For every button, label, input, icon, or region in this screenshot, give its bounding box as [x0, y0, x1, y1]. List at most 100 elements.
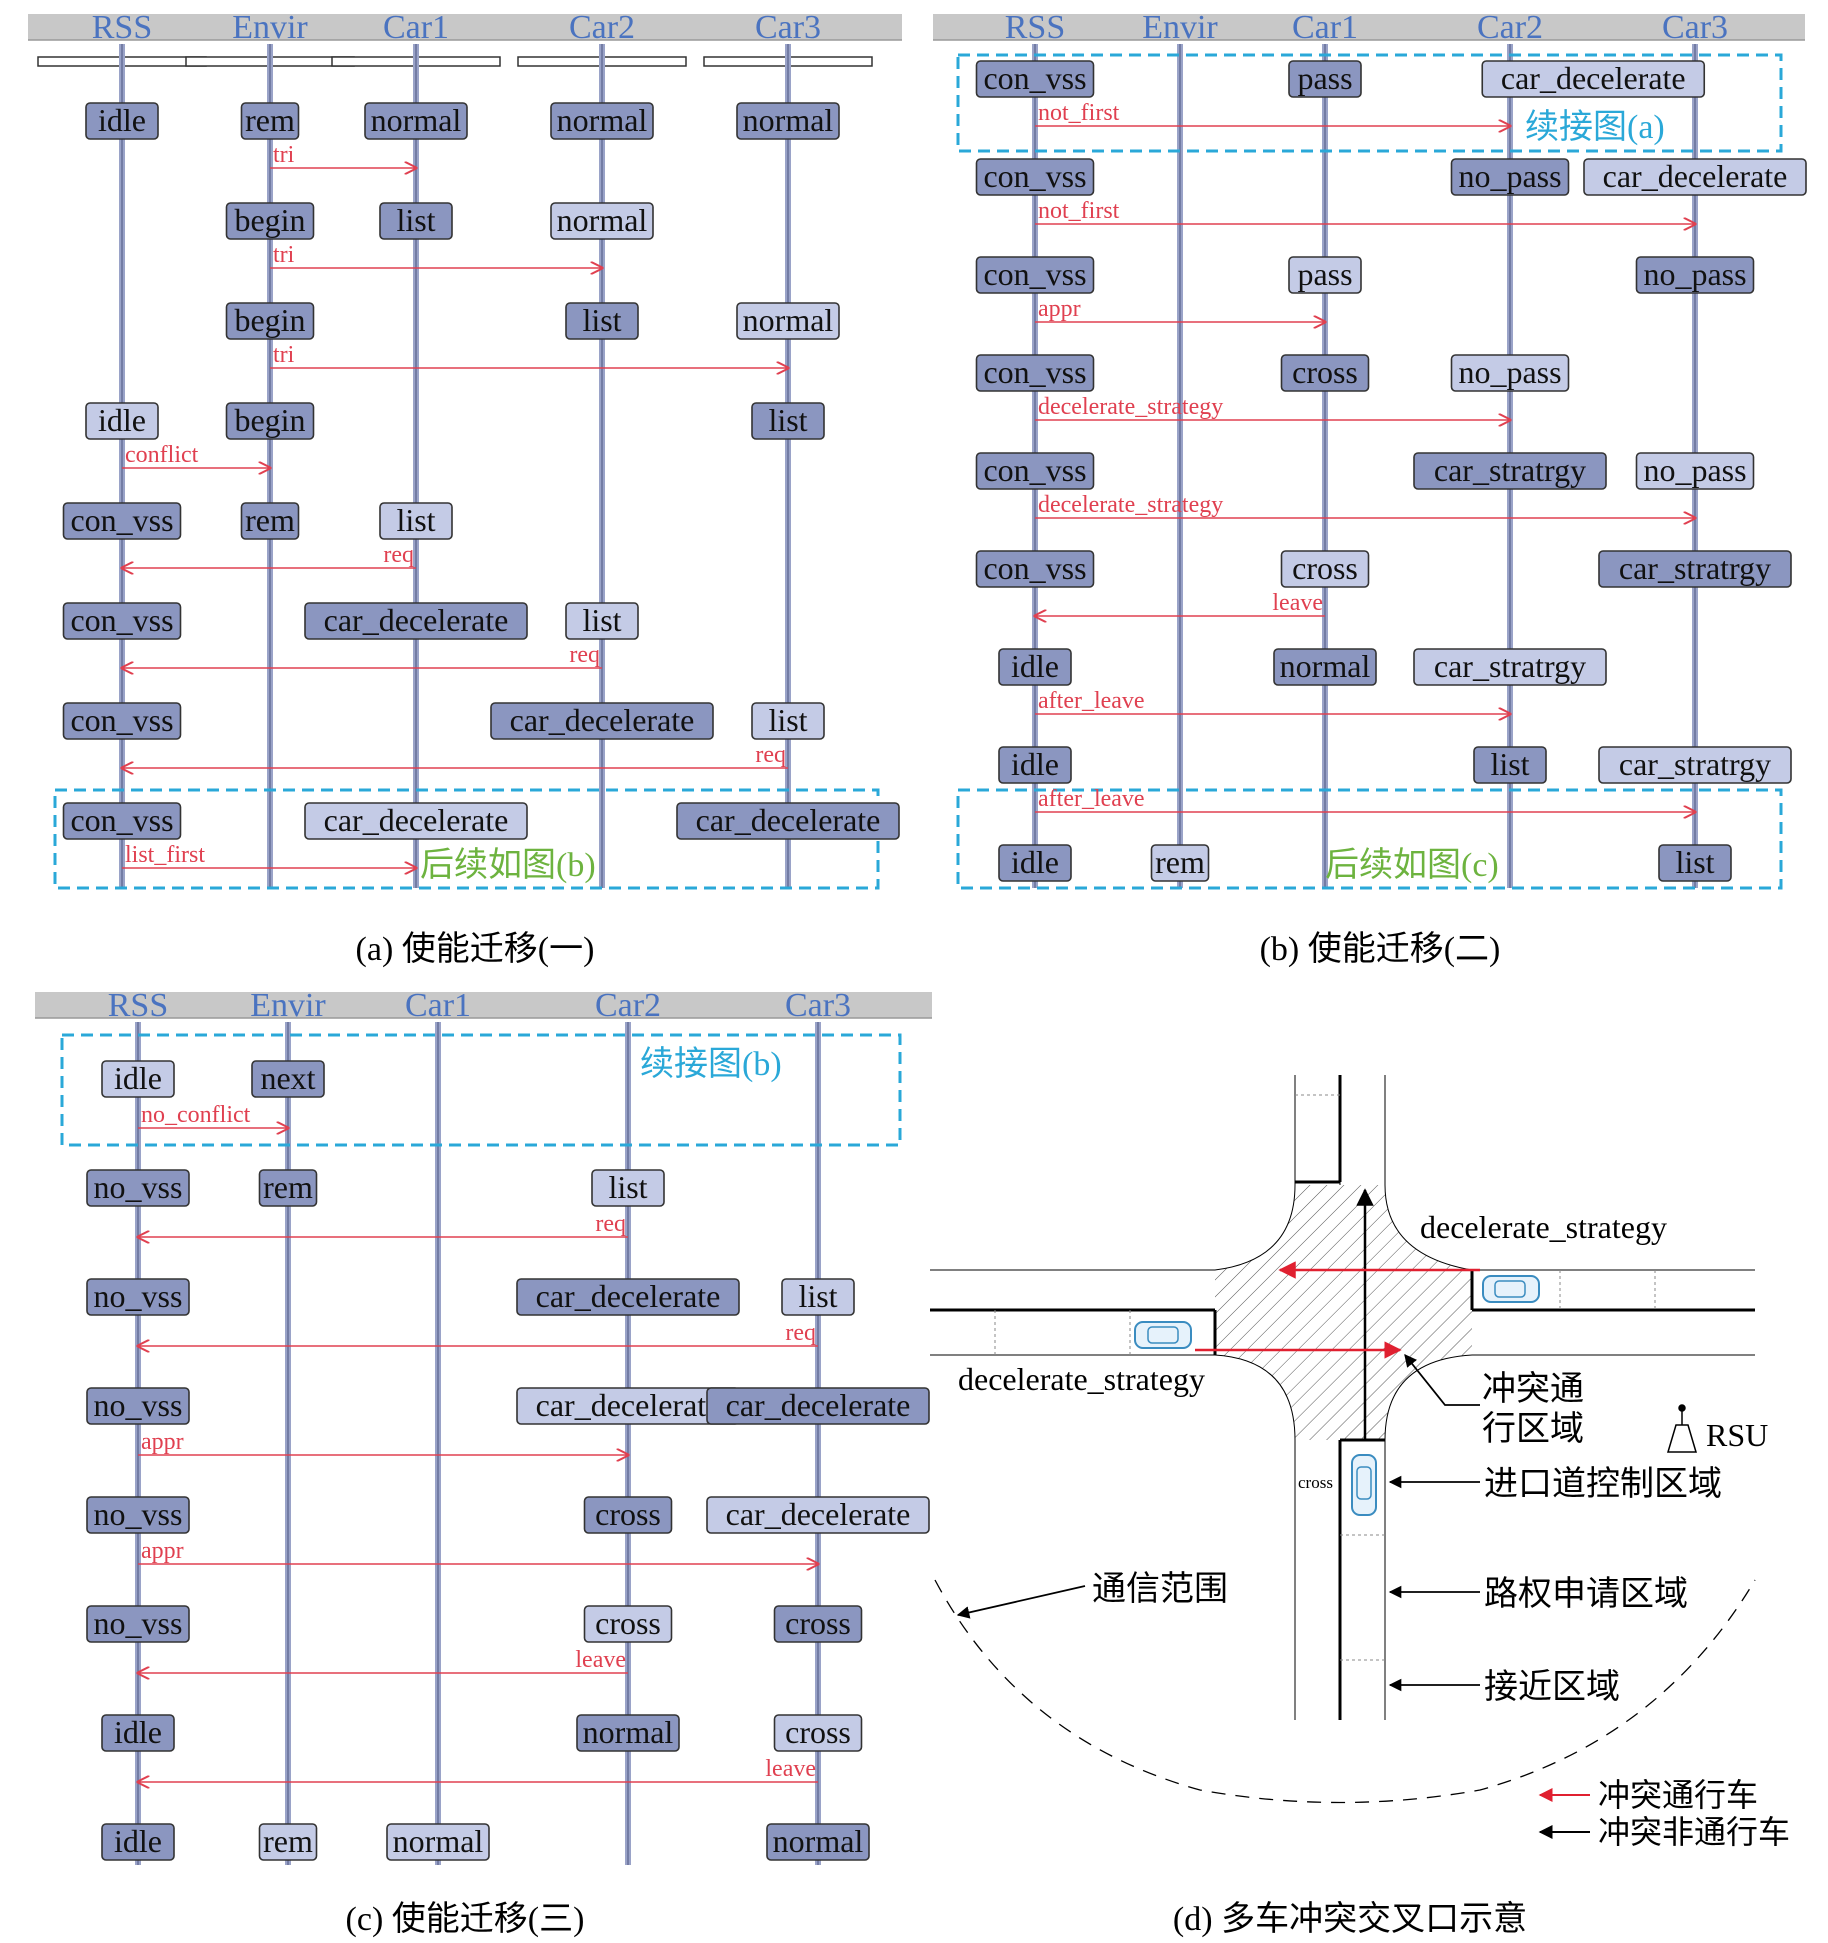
state-label: car_decelerate	[1501, 60, 1686, 96]
state-label: idle	[98, 402, 146, 438]
state-label: pass	[1297, 256, 1352, 292]
state-label: con_vss	[70, 702, 173, 738]
continuation-box	[53, 788, 880, 890]
state-box	[998, 844, 1072, 882]
state-label: list	[582, 302, 621, 338]
message-label: req	[785, 1320, 816, 1346]
message-label: no_conflict	[141, 1102, 251, 1128]
state-label: no_vss	[94, 1278, 183, 1314]
state-label: normal	[393, 1823, 484, 1859]
state-box	[706, 1387, 930, 1425]
state-label: no_vss	[94, 1169, 183, 1205]
state-box	[240, 502, 300, 540]
lifeline-header: RSS	[108, 987, 169, 1024]
state-box	[101, 1823, 175, 1861]
state-label: con_vss	[983, 452, 1086, 488]
state-label: begin	[234, 402, 305, 438]
state-label: normal	[1280, 648, 1371, 684]
state-box	[751, 702, 825, 740]
state-box	[304, 602, 528, 640]
state-box	[1150, 844, 1210, 882]
state-box	[86, 1169, 190, 1207]
message-label: req	[595, 1211, 626, 1237]
message-label: list_first	[125, 842, 205, 868]
state-box	[736, 102, 840, 140]
state-box	[240, 102, 300, 140]
continuation-note: 续接图(a)	[1525, 108, 1665, 146]
message-label: leave	[575, 1647, 626, 1673]
state-label: normal	[743, 302, 834, 338]
continuation-note: 后续如图(c)	[1325, 846, 1499, 884]
state-label: no_vss	[94, 1387, 183, 1423]
state-box	[364, 102, 468, 140]
state-box	[1598, 550, 1792, 588]
state-label: con_vss	[70, 502, 173, 538]
state-box	[1413, 452, 1607, 490]
state-box	[583, 1605, 673, 1643]
state-box	[1583, 158, 1807, 196]
state-box	[258, 1823, 318, 1861]
lifeline-header: Car2	[595, 987, 661, 1024]
pointer-lines	[956, 1354, 1480, 1692]
state-label: rem	[263, 1823, 313, 1859]
label-right-of-way-zone: 路权申请区域	[1484, 1575, 1688, 1613]
label-conflict-zone-1: 冲突通	[1482, 1370, 1584, 1408]
lifeline-header: Car1	[383, 9, 449, 46]
state-box	[62, 602, 182, 640]
state-box	[101, 1060, 175, 1098]
state-label: con_vss	[983, 60, 1086, 96]
state-box	[85, 102, 159, 140]
state-box	[1481, 60, 1706, 98]
state-label: no_vss	[94, 1605, 183, 1641]
lifeline-header: Car1	[1292, 9, 1358, 46]
continuation-note: 后续如图(b)	[420, 846, 596, 884]
lifeline-header: Car2	[1477, 9, 1543, 46]
label-entry-control-zone: 进口道控制区域	[1484, 1465, 1722, 1503]
state-label: no_pass	[1458, 158, 1561, 194]
state-box	[62, 702, 182, 740]
state-label: car_stratrgy	[1619, 746, 1771, 782]
state-box	[1450, 354, 1570, 392]
state-box	[998, 746, 1072, 784]
state-box	[576, 1714, 680, 1752]
lifeline-header: Car2	[569, 9, 635, 46]
state-box	[386, 1823, 490, 1861]
continuation-box	[956, 788, 1783, 890]
car-east-icon	[1482, 1275, 1540, 1303]
zone-markers	[994, 1094, 1656, 1661]
state-label: car_decelerate	[324, 602, 509, 638]
state-box	[86, 1387, 190, 1425]
state-label: cross	[595, 1605, 661, 1641]
state-box	[516, 1278, 740, 1316]
state-box	[1473, 746, 1547, 784]
continuation-note: 续接图(b)	[640, 1045, 782, 1083]
state-box	[766, 1823, 870, 1861]
header-bar	[35, 992, 932, 1018]
state-label: rem	[1155, 844, 1205, 880]
lifeline-header: Car3	[1662, 9, 1728, 46]
state-box	[258, 1169, 318, 1207]
state-box	[85, 402, 159, 440]
state-label: idle	[114, 1714, 162, 1750]
continuation-box	[956, 53, 1783, 153]
state-label: con_vss	[983, 158, 1086, 194]
message-label: conflict	[125, 442, 199, 468]
message-label: req	[755, 742, 786, 768]
state-label: car_decelerate	[510, 702, 695, 738]
state-label: no_pass	[1458, 354, 1561, 390]
state-label: normal	[371, 102, 462, 138]
lifeline-header: Car3	[755, 9, 821, 46]
state-box	[86, 1496, 190, 1534]
legend-conflict-nonpass: 冲突非通行车	[1598, 1814, 1790, 1850]
state-label: begin	[234, 302, 305, 338]
state-label: idle	[1011, 746, 1059, 782]
header-bar	[28, 14, 902, 40]
state-label: list	[1675, 844, 1714, 880]
state-label: normal	[773, 1823, 864, 1859]
state-label: idle	[114, 1823, 162, 1859]
state-box	[998, 648, 1072, 686]
legend-conflict-pass: 冲突通行车	[1598, 1777, 1758, 1813]
car-south-icon	[1351, 1454, 1377, 1516]
